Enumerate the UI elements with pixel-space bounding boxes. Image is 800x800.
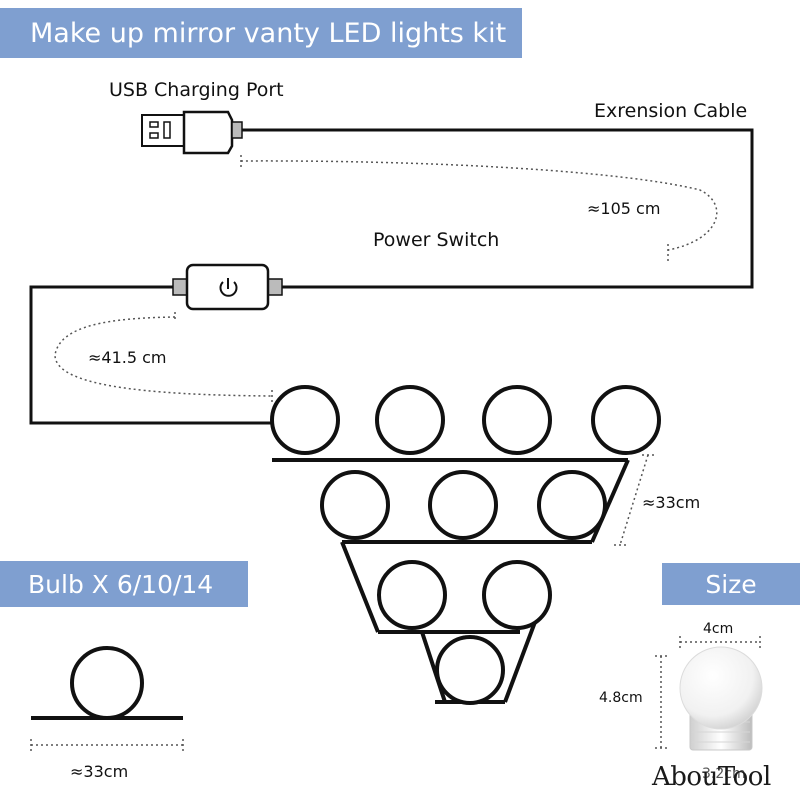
page-title: Make up mirror vanty LED lights kit [30,17,507,49]
bulb-banner: Bulb X 6/10/14 [0,561,248,607]
extension-cable [242,128,754,289]
measure-bulb-span [30,739,184,751]
bulb-string [272,458,630,704]
bulb [428,470,498,540]
lead-cable [29,285,272,425]
bulb-row-2 [320,470,607,540]
bulb [482,385,552,455]
usb-port-label: USB Charging Port [109,79,284,101]
measure-size-width [679,636,761,648]
cable-short-measure: ≈41.5 cm [88,348,167,367]
bulb [591,385,661,455]
measure-bulb-spacing [614,454,654,546]
bulb-spacing-measure: ≈33cm [642,493,701,512]
bulb [537,470,607,540]
size-width-label: 4cm [703,621,734,637]
measure-cable-short [54,312,273,402]
size-bulb-icon [679,646,763,751]
title-banner: Make up mirror vanty LED lights kit [0,8,522,58]
bulb [435,635,505,705]
bulb [270,385,340,455]
size-base-label: 3.2cm [702,766,746,782]
brand-logo: AbouTool [652,762,771,792]
power-switch-icon [172,263,283,311]
measure-cable-long [240,155,718,262]
bulb [482,560,552,630]
bulb-row-1 [270,385,661,455]
bulb-row-4 [435,635,505,705]
size-banner: Size [662,563,800,605]
size-height-label: 4.8cm [599,690,643,706]
bulb [375,385,445,455]
power-switch-label: Power Switch [373,229,500,251]
usb-plug-icon [141,110,243,155]
extension-cable-label: Exrension Cable [594,100,748,122]
bulb-row-3 [377,560,552,630]
measure-size-height [655,655,667,749]
single-bulb-icon [31,646,183,720]
bulb-heading: Bulb X 6/10/14 [28,569,214,599]
cable-long-measure: ≈105 cm [587,199,661,218]
bulb-span-measure: ≈33cm [70,762,129,781]
bulb [377,560,447,630]
bulb [320,470,390,540]
size-heading: Size [705,569,757,599]
